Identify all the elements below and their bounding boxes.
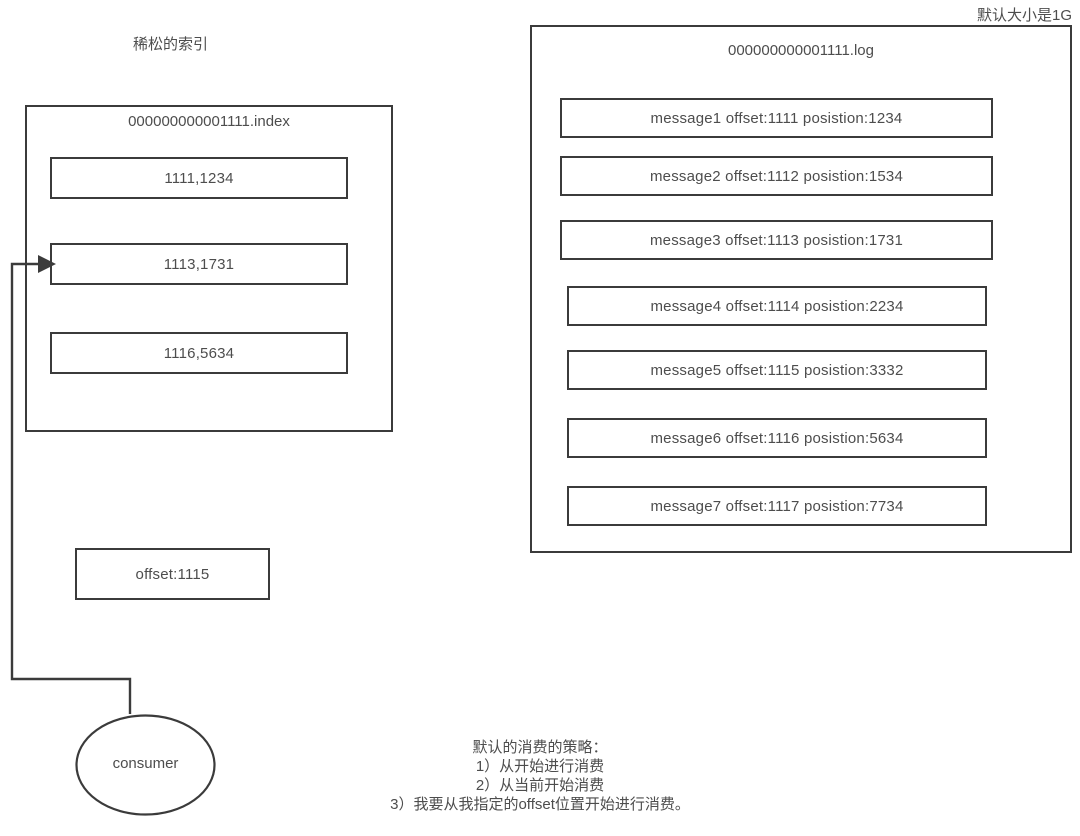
index-file-title: 000000000001111.index	[128, 113, 290, 130]
index-entry-text: 1111,1234	[164, 169, 234, 187]
arrowhead-icon	[38, 255, 56, 273]
connector-line	[10, 262, 132, 714]
default-size-label: 默认大小是1G	[976, 7, 1072, 24]
consumer-offset-text: offset:1115	[135, 565, 210, 583]
consumer-label: consumer	[112, 755, 179, 772]
index-entry-text: 1116,5634	[163, 344, 235, 362]
consumer-to-index-connector	[10, 255, 132, 714]
consumer-offset-box[interactable]: offset:1115	[75, 548, 270, 600]
log-message-row[interactable]: message4 offset:1114 posistion:2234	[567, 286, 987, 326]
index-entry-row[interactable]: 1116,5634	[50, 332, 348, 374]
log-message-text: message7 offset:1117 posistion:7734	[650, 497, 904, 515]
log-message-text: message4 offset:1114 posistion:2234	[650, 297, 904, 315]
log-message-row[interactable]: message1 offset:1111 posistion:1234	[560, 98, 993, 138]
log-message-row[interactable]: message2 offset:1112 posistion:1534	[560, 156, 993, 196]
log-message-text: message1 offset:1111 posistion:1234	[650, 109, 903, 127]
log-file-title: 000000000001111.log	[728, 42, 874, 59]
log-message-text: message3 offset:1113 posistion:1731	[649, 231, 903, 249]
index-entry-text: 1113,1731	[163, 255, 235, 273]
index-entry-row[interactable]: 1111,1234	[50, 157, 348, 199]
consumer-ellipse-shape	[75, 714, 216, 816]
log-message-row[interactable]: message7 offset:1117 posistion:7734	[567, 486, 987, 526]
log-message-row[interactable]: message5 offset:1115 posistion:3332	[567, 350, 987, 390]
index-entry-row[interactable]: 1113,1731	[50, 243, 348, 285]
log-message-text: message2 offset:1112 posistion:1534	[649, 167, 903, 185]
log-message-row[interactable]: message3 offset:1113 posistion:1731	[560, 220, 993, 260]
log-message-row[interactable]: message6 offset:1116 posistion:5634	[567, 418, 987, 458]
sparse-index-label: 稀松的索引	[133, 36, 209, 53]
consume-policy-note: 默认的消费的策略： 1）从开始进行消费 2）从当前开始消费 3）我要从我指定的o…	[390, 739, 690, 813]
log-message-text: message5 offset:1115 posistion:3332	[650, 361, 904, 379]
log-message-text: message6 offset:1116 posistion:5634	[650, 429, 904, 447]
consumer-node[interactable]	[75, 714, 216, 816]
